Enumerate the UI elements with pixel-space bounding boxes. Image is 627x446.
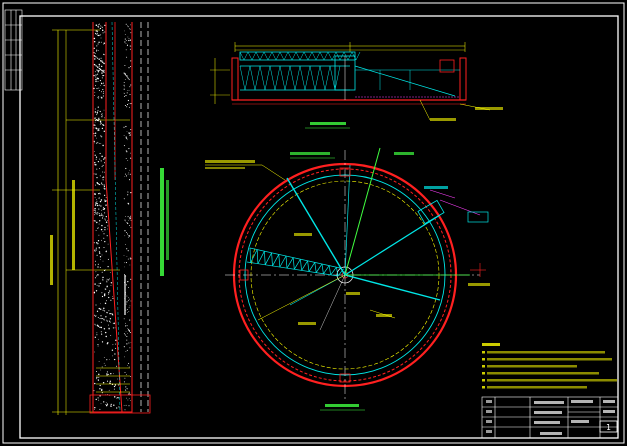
general-notes xyxy=(482,343,617,389)
note-line xyxy=(487,372,599,375)
note-marker xyxy=(482,379,485,382)
title-block-fills xyxy=(486,400,615,435)
wall-section-detail xyxy=(50,21,169,415)
notes-heading xyxy=(482,343,500,346)
inner-frame xyxy=(19,15,619,439)
note-marker xyxy=(482,351,485,354)
note-line xyxy=(487,386,587,389)
note-line xyxy=(487,379,617,382)
note-marker xyxy=(482,372,485,375)
binding-strip-table xyxy=(4,9,23,91)
sheet-number: 1 xyxy=(606,423,611,432)
title-block xyxy=(481,396,619,439)
note-line xyxy=(487,365,577,368)
tank-section-elevation xyxy=(210,42,503,129)
note-line xyxy=(487,358,612,361)
note-marker xyxy=(482,365,485,368)
tank-plan-view xyxy=(205,147,490,411)
note-line xyxy=(487,351,605,354)
bridge-truss-plan xyxy=(246,247,344,277)
note-marker xyxy=(482,386,485,389)
note-marker xyxy=(482,358,485,361)
